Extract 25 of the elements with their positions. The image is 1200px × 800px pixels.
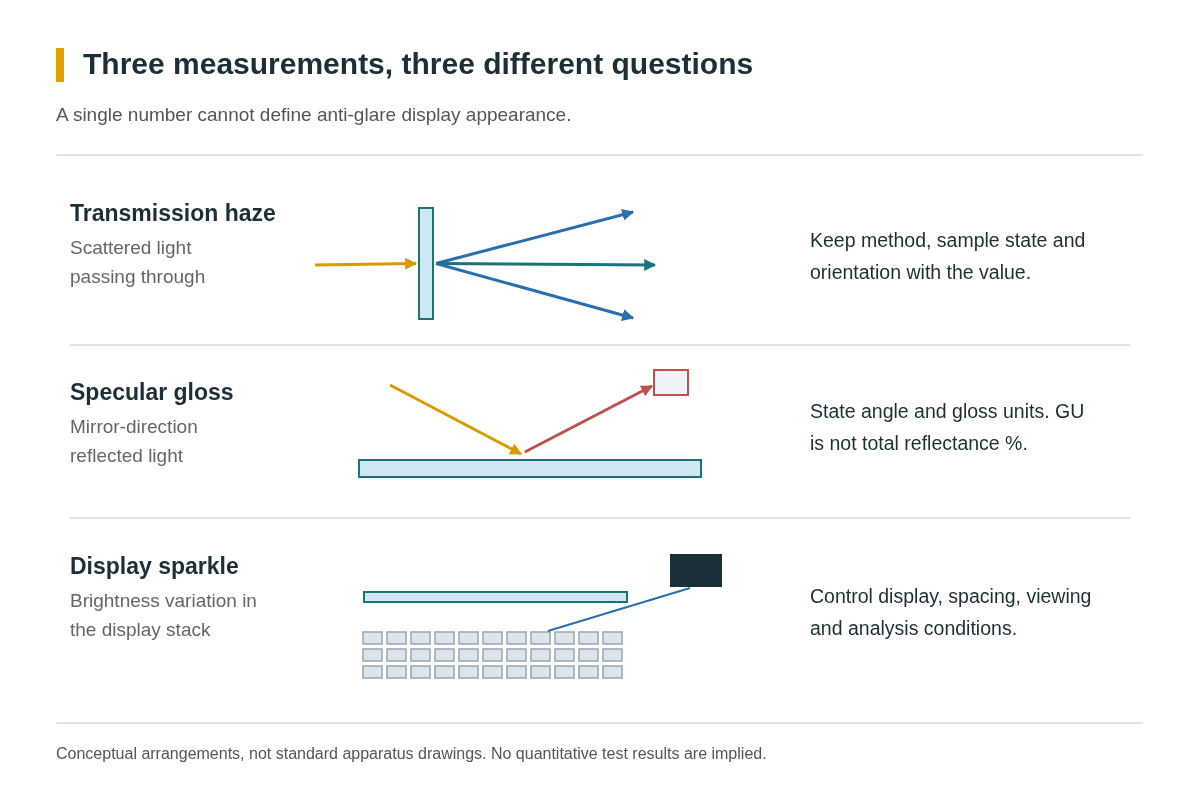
scattered-light-arrow [435, 208, 635, 265]
sample-surface [358, 459, 702, 478]
row-heading: Display sparkle [70, 552, 239, 581]
guidance-note: Keep method, sample state and orientation with the value. [810, 228, 1087, 286]
title: Three measurements, three different questions [83, 46, 754, 82]
row-description: Mirror-direction reflected light [70, 415, 199, 469]
subtitle: A single number cannot define anti-glare display appearance. [56, 103, 572, 127]
row-heading: Transmission haze [70, 199, 276, 228]
incident-light-arrow [314, 257, 418, 270]
guidance-note: Control display, spacing, viewing and analysis conditions. [810, 584, 1093, 642]
guidance-note: State angle and gloss units. GU is not total reflectance %. [810, 399, 1086, 457]
leader-line [546, 587, 692, 632]
footnote: Conceptual arrangements, not standard apparatus drawings. No quantitative test results are implied. [56, 744, 767, 764]
reflected-light-arrow [524, 384, 654, 454]
incident-light-arrow [389, 383, 523, 456]
transmitted-light-arrow [436, 258, 657, 271]
detector-box [653, 369, 689, 396]
scattered-light-arrow [435, 262, 635, 321]
display-layer [363, 591, 628, 603]
sample-slab [418, 207, 434, 320]
row-heading: Specular gloss [70, 378, 234, 407]
pixel-grid [362, 631, 623, 679]
row-description: Brightness variation in the display stack [70, 589, 258, 643]
row-description: Scattered light passing through [70, 236, 207, 290]
camera-box [670, 554, 722, 587]
